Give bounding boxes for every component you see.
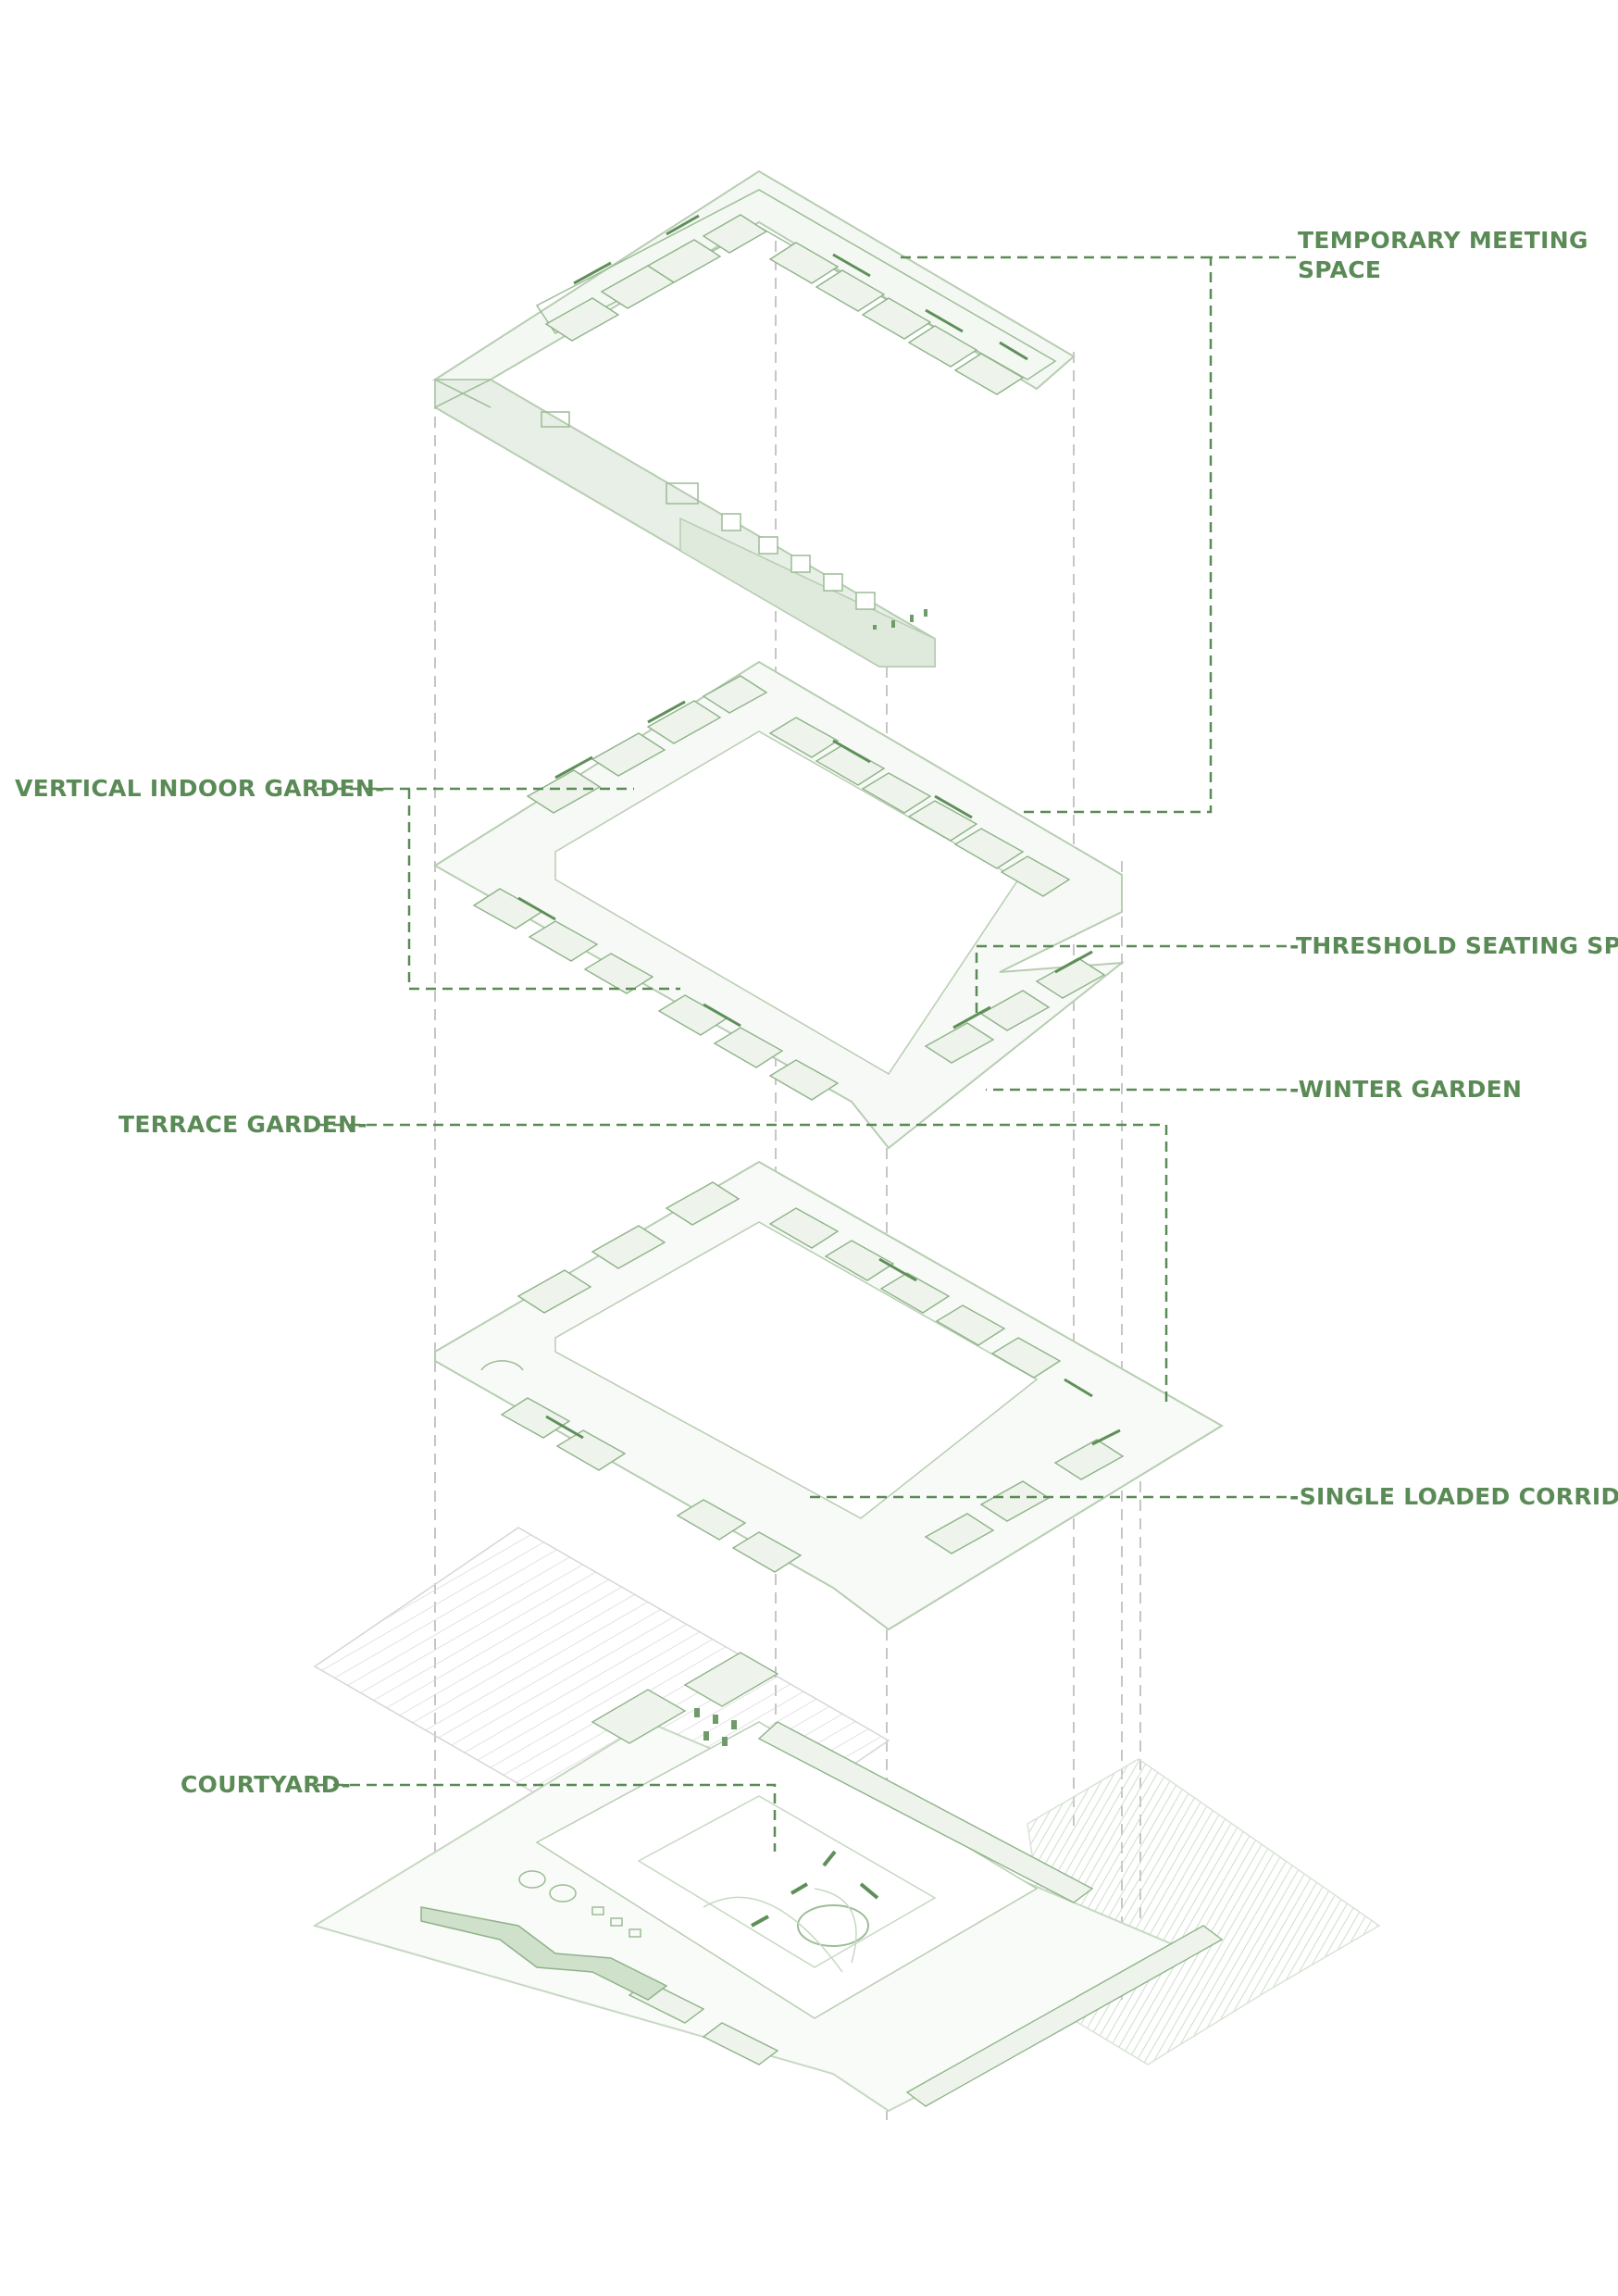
label-single-loaded-corridor: -SINGLE LOADED CORRIDOR [1289,1482,1618,1512]
label-temporary-meeting-line-2: SPACE [1298,256,1382,283]
floor-plan-level-4 [431,169,1076,668]
leader-courtyard [317,1783,777,1852]
label-terrace-garden-text: TERRACE GARDEN [118,1111,358,1138]
callout-leaders [317,256,1296,1852]
label-winter-garden-text: WINTER GARDEN [1298,1076,1523,1103]
label-vertical-indoor-garden: VERTICAL INDOOR GARDEN- [15,774,385,804]
leader-threshold-seating-space [975,944,1287,1017]
floor-plan-ground-level [312,1527,1381,2113]
label-dash: - [1289,1483,1300,1510]
label-threshold-seating-space: -THRESHOLD SEATING SPACE [1289,931,1618,961]
label-threshold-seating-space-text: THRESHOLD SEATING SPACE [1296,932,1618,959]
floor-plan-level-3 [433,660,1126,1150]
label-vertical-indoor-garden-text: VERTICAL INDOOR GARDEN [15,775,376,802]
label-temporary-meeting-space: TEMPORARY MEETING SPACE [1298,226,1588,285]
label-dash: - [357,1111,367,1138]
label-single-loaded-corridor-text: SINGLE LOADED CORRIDOR [1299,1483,1618,1510]
leader-vertical-indoor-garden-drop [407,789,680,991]
label-courtyard-text: COURTYARD [180,1771,342,1798]
label-winter-garden: -WINTER GARDEN [1289,1075,1522,1104]
label-dash: - [1289,1076,1299,1103]
label-dash: - [1289,932,1297,959]
label-dash: - [375,775,385,802]
label-courtyard: COURTYARD- [180,1770,351,1800]
label-temporary-meeting-line-1: TEMPORARY MEETING [1298,227,1588,254]
leader-temporary-meeting-space [1023,256,1296,814]
label-terrace-garden: TERRACE GARDEN- [118,1110,367,1140]
leader-terrace-garden [317,1123,1168,1407]
label-dash: - [341,1771,351,1798]
